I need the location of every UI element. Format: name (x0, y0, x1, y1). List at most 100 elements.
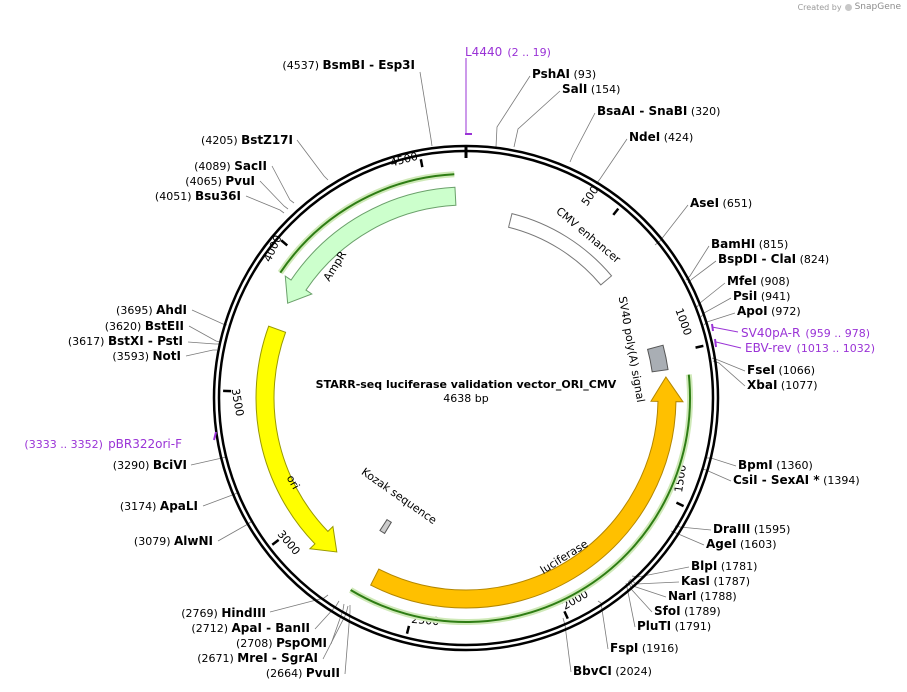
site-leader-line (513, 90, 561, 148)
site-label-fspi: FspI (1916) (610, 641, 678, 655)
site-position: (4205) (201, 134, 238, 147)
site-label-sacii: (4089) SacII (194, 159, 267, 173)
site-leader-line (245, 195, 285, 214)
tick-label: 1000 (672, 306, 694, 337)
site-enzyme-name: ApaLI (160, 499, 198, 513)
site-label-pvui: (4065) PvuI (185, 174, 255, 188)
credit-brand: SnapGene (854, 2, 901, 12)
site-label-bsu36i: (4051) Bsu36I (155, 189, 241, 203)
site-leader-line (185, 349, 217, 357)
site-enzyme-name: PstI (157, 334, 183, 348)
site-label-sfoi: SfoI (1789) (654, 604, 721, 618)
site-enzyme-name: KasI (681, 574, 710, 588)
site-position: (1787) (714, 575, 751, 588)
site-label-bcivi: (3290) BciVI (113, 458, 187, 472)
primer-range: (3333 .. 3352) (24, 438, 103, 451)
site-enzyme-name: BciVI (153, 458, 187, 472)
site-leader-line (595, 138, 628, 185)
site-position: (1789) (684, 605, 721, 618)
primer-range: (1013 .. 1032) (797, 342, 876, 355)
site-label-apali: (3174) ApaLI (120, 499, 198, 513)
tick-label: 500 (579, 184, 602, 209)
site-leader-line (191, 309, 228, 326)
site-enzyme-name: AlwNI (174, 534, 213, 548)
site-enzyme-name: PvuII (306, 666, 340, 680)
tick-mark (405, 625, 411, 635)
tick-mark (612, 207, 620, 216)
site-label-noti: (3593) NotI (112, 349, 181, 363)
site-enzyme-name: DraIII (713, 522, 750, 536)
site-leader-line (314, 600, 340, 630)
site-label-apai: (2712) ApaI - BanII (191, 621, 310, 635)
site-position: (1916) (642, 642, 679, 655)
primers: L4440 (2 .. 19) SV40pA-R (959 .. 978)EBV-… (24, 45, 876, 451)
site-enzyme-name: Esp3I (378, 58, 415, 72)
feature-sv40-polya-signal (646, 344, 669, 373)
site-leader-line (569, 112, 596, 163)
site-label-bpmi: BpmI (1360) (738, 458, 813, 472)
site-enzyme-name: ApoI (737, 304, 768, 318)
site-label-alwni: (3079) AlwNI (134, 534, 213, 548)
site-leader-line (188, 325, 221, 343)
site-enzyme-name: BsmBI (323, 58, 365, 72)
primer-name: L4440 (465, 45, 502, 59)
site-enzyme-name: HindIII (221, 606, 266, 620)
site-label-pspomi: (2708) PspOMI (236, 636, 327, 650)
site-enzyme-name: CsiI (733, 473, 758, 487)
site-position: (320) (691, 105, 721, 118)
site-label-bspdi: BspDI - ClaI (824) (718, 252, 829, 266)
site-enzyme-name: BpmI (738, 458, 773, 472)
site-enzyme-name: NotI (153, 349, 182, 363)
primer-leader (711, 326, 739, 333)
feature-cmv-enhancer (507, 213, 613, 286)
tick-label: 3000 (275, 528, 303, 558)
site-position: (3620) (105, 320, 142, 333)
site-label-asei: AseI (651) (690, 196, 752, 210)
snapgene-credit: Created by SnapGene (798, 2, 901, 12)
site-leader-line (419, 71, 433, 147)
site-enzyme-name: FspI (610, 641, 638, 655)
site-position: (2769) (181, 607, 218, 620)
site-position: (3695) (116, 304, 153, 317)
feature-highlights (277, 171, 694, 626)
credit-prefix: Created by (797, 2, 842, 12)
feature-label-kozak-sequence: Kozak sequence (359, 465, 439, 527)
site-enzyme-name: NarI (668, 589, 697, 603)
site-enzyme-name: BanII (275, 621, 310, 635)
site-label-bstxi: (3617) BstXI - PstI (68, 334, 183, 348)
site-leader-line (562, 617, 572, 673)
tick-label: 3500 (229, 387, 247, 417)
site-enzyme-name: BsaAI (597, 104, 635, 118)
site-position: (1788) (700, 590, 737, 603)
primer-label-sv40pa-r: SV40pA-R (959 .. 978) (741, 322, 870, 341)
ampr-highlight-line (279, 173, 455, 274)
site-position: (1603) (740, 538, 777, 551)
site-label-apoi: ApoI (972) (737, 304, 801, 318)
map-length: 4638 bp (443, 392, 488, 405)
site-position: (2712) (191, 622, 228, 635)
site-enzyme-name: SnaBI (648, 104, 687, 118)
site-enzyme-name: SfoI (654, 604, 681, 618)
site-label-xbai: XbaI (1077) (747, 378, 817, 392)
site-position: (93) (574, 68, 597, 81)
site-position: (3290) (113, 459, 150, 472)
site-enzyme-name: BstXI (108, 334, 144, 348)
site-leader-line (654, 204, 689, 246)
site-label-fsei: FseI (1066) (747, 363, 815, 377)
site-position: (4065) (185, 175, 222, 188)
primer-range: (2 .. 19) (507, 46, 551, 59)
tick-mark (419, 159, 424, 168)
site-position: (1781) (721, 560, 758, 573)
site-position: (941) (761, 290, 791, 303)
site-enzyme-name: BspDI (718, 252, 757, 266)
primer-name: EBV-rev (745, 341, 791, 355)
site-label-csii: CsiI - SexAI * (1394) (733, 473, 860, 487)
site-label-pvuii: (2664) PvuII (266, 666, 340, 680)
tick-mark (563, 610, 569, 620)
feature-ampr-arrow (284, 186, 457, 304)
site-labels: PshAI (93)SalI (154)BsaAI - SnaBI (320)N… (68, 58, 860, 680)
site-label-bamhi: BamHI (815) (711, 237, 788, 251)
site-enzyme-name: XbaI (747, 378, 777, 392)
site-enzyme-name: AhdI (156, 303, 187, 317)
